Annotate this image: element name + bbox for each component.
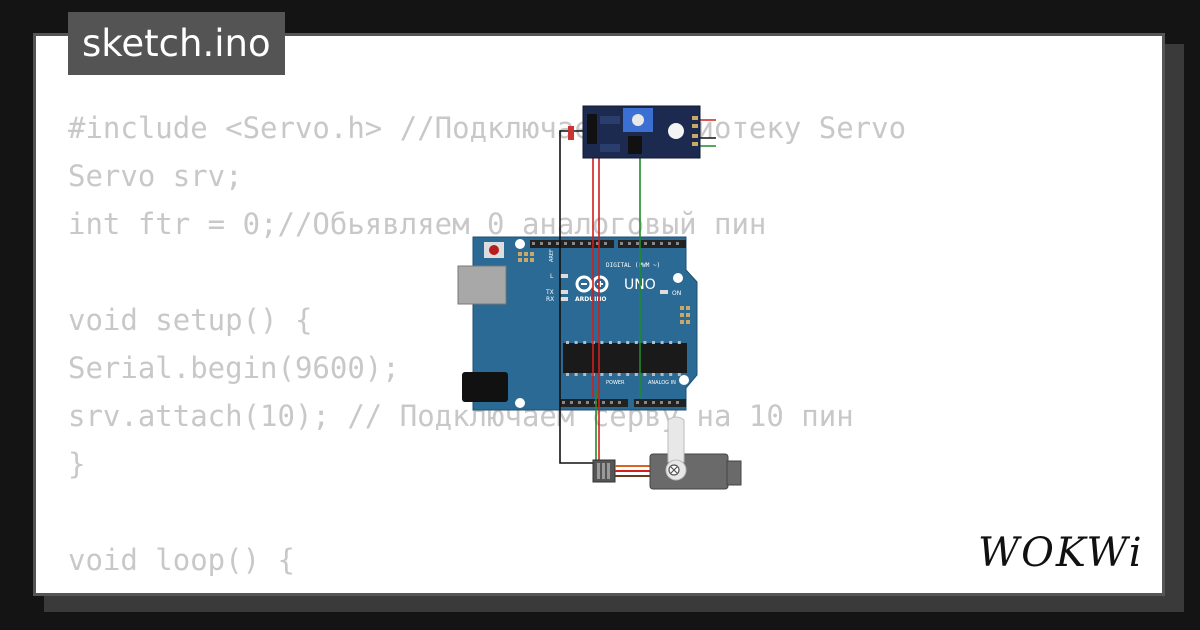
chip-pin	[617, 341, 621, 344]
code-line-8: }	[68, 447, 86, 481]
code-line-2: Servo srv;	[68, 159, 243, 193]
code-line-6: Serial.begin(9600);	[68, 351, 400, 385]
tx-label: TX	[545, 289, 554, 296]
header-pin	[644, 401, 647, 404]
header-pin	[540, 242, 543, 245]
code-line-7: srv.attach(10); // Подключаем серву на 1…	[68, 399, 854, 433]
header-pin	[586, 401, 589, 404]
on-label: ON	[672, 290, 681, 297]
chip-pin	[609, 341, 612, 344]
header-pin	[652, 242, 655, 245]
code-editor[interactable]: #include <Servo.h> //Подключаем библиоте…	[68, 104, 906, 593]
chip-pin	[626, 373, 630, 376]
header-pin	[570, 401, 573, 404]
chip-pin	[643, 341, 647, 344]
chip-pin	[660, 373, 664, 376]
header-pin	[652, 401, 655, 404]
header-pin	[636, 242, 639, 245]
header-pin	[548, 242, 551, 245]
board-brand: ARDUINO	[575, 296, 606, 303]
arduino-logo-icon	[575, 275, 609, 293]
header-pin	[602, 401, 605, 404]
circuit-diagram[interactable]: DIGITAL (PWM ~) AREF L TX RX UNO ARDUINO…	[440, 100, 760, 495]
header-pin	[660, 401, 663, 404]
power-jack	[462, 372, 508, 402]
chip-pin	[583, 373, 587, 376]
chip-pin	[574, 373, 578, 376]
microcontroller-chip	[563, 343, 687, 373]
chip-pin	[677, 341, 681, 344]
header-pin	[676, 242, 679, 245]
wokwi-logo-text: WOKWi	[978, 530, 1144, 574]
header-pin	[580, 242, 583, 245]
chip-pin	[583, 341, 587, 344]
header-pin	[556, 242, 559, 245]
header-pin	[660, 242, 663, 245]
chip-pin	[669, 373, 673, 376]
header-pin	[620, 242, 623, 245]
header-pin	[628, 242, 631, 245]
aref-label: AREF	[549, 249, 555, 262]
code-line-9	[68, 488, 906, 536]
usb-port	[457, 265, 507, 305]
arduino-uno-board[interactable]: DIGITAL (PWM ~) AREF L TX RX UNO ARDUINO…	[457, 236, 698, 411]
header-pin	[618, 401, 621, 404]
file-tab[interactable]: sketch.ino	[68, 12, 285, 75]
header-pin	[532, 242, 535, 245]
header-pin	[668, 242, 671, 245]
header-pin	[610, 401, 613, 404]
chip-pin	[566, 373, 569, 376]
chip-pin	[634, 373, 638, 376]
header-pin	[578, 401, 581, 404]
header-pin	[596, 242, 599, 245]
chip-pin	[600, 373, 604, 376]
chip-pin	[677, 373, 681, 376]
header-pin	[562, 401, 565, 404]
header-pin	[668, 401, 671, 404]
chip-pin	[660, 341, 664, 344]
analog-label: ANALOG IN	[648, 380, 676, 386]
chip-pin	[574, 341, 578, 344]
code-line-3: int ftr = 0;//Обьявляем 0 аналоговый пин	[68, 207, 767, 241]
chip-pin	[566, 341, 569, 344]
rx-label: RX	[546, 296, 554, 303]
chip-pin	[634, 341, 638, 344]
l-label: L	[550, 273, 554, 280]
power-label: POWER	[606, 380, 625, 386]
header-pin	[676, 401, 679, 404]
chip-pin	[652, 373, 655, 376]
digital-label: DIGITAL (PWM ~)	[606, 262, 660, 269]
chip-pin	[652, 341, 655, 344]
code-line-11: Serial.println(analogRead(ftr));	[68, 584, 906, 593]
servo-motor[interactable]	[592, 416, 742, 490]
code-line-10: void loop() {	[68, 543, 295, 577]
chip-pin	[626, 341, 630, 344]
chip-pin	[617, 373, 621, 376]
header-pin	[564, 242, 567, 245]
header-pin	[636, 401, 639, 404]
wokwi-logo: WOKWi	[978, 530, 1144, 574]
chip-pin	[609, 373, 612, 376]
chip-pin	[669, 341, 673, 344]
header-pin	[572, 242, 575, 245]
chip-pin	[643, 373, 647, 376]
chip-pin	[600, 341, 604, 344]
code-line-5: void setup() {	[68, 303, 313, 337]
header-pin	[644, 242, 647, 245]
header-pin	[588, 242, 591, 245]
sensor-module[interactable]	[568, 105, 701, 159]
header-pin	[604, 242, 607, 245]
